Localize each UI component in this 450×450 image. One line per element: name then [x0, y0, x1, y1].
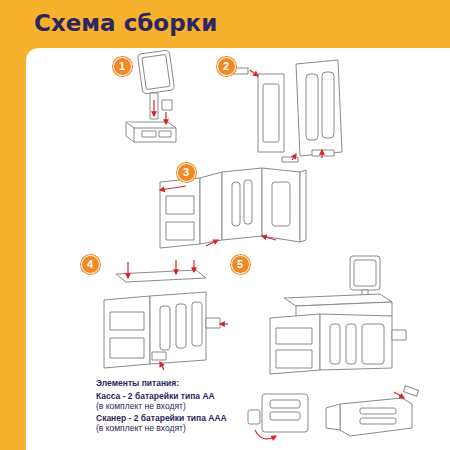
- white-panel: [26, 48, 450, 450]
- callout-number: 5: [237, 259, 243, 270]
- callout-number: 2: [223, 61, 229, 72]
- callout-number: 3: [183, 167, 189, 178]
- power-note: (в комплект не входят): [96, 401, 186, 411]
- power-note: (в комплект не входят): [96, 423, 186, 433]
- power-note: Элементы питания:: [96, 378, 179, 388]
- step-number: 5: [231, 255, 250, 274]
- callout-number: 1: [119, 61, 125, 72]
- step4-drawing: [104, 270, 220, 368]
- battery-drawing: [248, 386, 419, 436]
- step2-drawing: [232, 60, 342, 162]
- step-number: 3: [177, 163, 196, 182]
- power-note: Сканер - 2 батарейки типа ААА: [96, 413, 227, 423]
- step-number: 4: [81, 255, 100, 274]
- step5-drawing: [270, 256, 406, 374]
- callout-number: 4: [87, 259, 93, 270]
- step-number: 1: [113, 57, 132, 76]
- step1-drawing: [126, 50, 176, 142]
- power-note: Касса - 2 батарейки типа АА: [96, 391, 215, 401]
- step-number: 2: [217, 57, 236, 76]
- page-title: Схема сборки: [34, 10, 217, 36]
